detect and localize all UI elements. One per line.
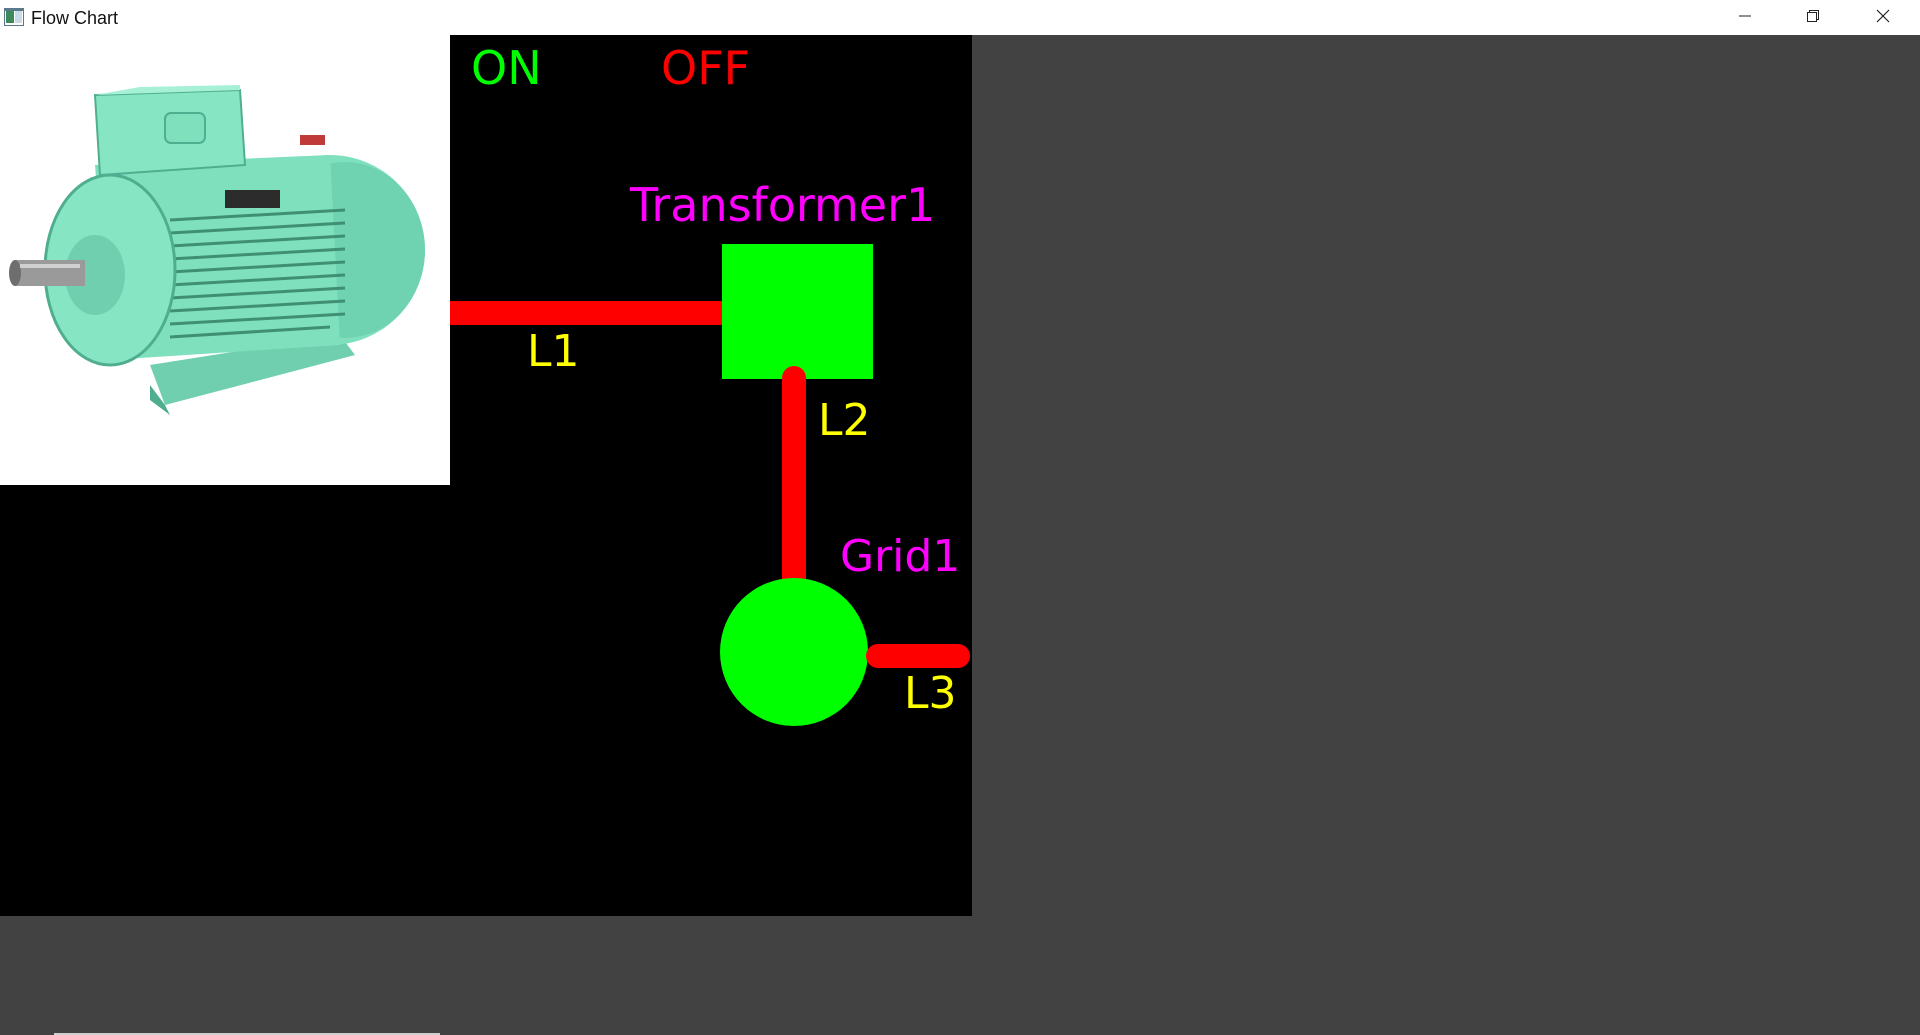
window-title: Flow Chart [31, 8, 119, 28]
minimize-button[interactable] [1710, 0, 1780, 35]
restore-icon [1806, 8, 1820, 27]
transformer-label: Transformer1 [630, 178, 936, 232]
line-l1-label: L1 [527, 326, 580, 377]
minimize-icon [1738, 8, 1752, 27]
close-button[interactable] [1848, 0, 1918, 35]
restore-button[interactable] [1778, 0, 1848, 35]
transformer-box[interactable] [722, 244, 873, 379]
line-l3-label: L3 [904, 668, 957, 719]
close-icon [1876, 8, 1890, 27]
legend-off-label: OFF [661, 41, 751, 95]
title-bar[interactable]: Flow Chart [0, 0, 1920, 35]
electric-motor-image[interactable] [0, 35, 450, 485]
app-icon [4, 8, 24, 26]
grid-node[interactable] [720, 578, 868, 726]
line-l2-label: L2 [818, 395, 871, 446]
legend-on-label: ON [471, 41, 542, 95]
grid-label: Grid1 [840, 531, 961, 582]
flow-chart-canvas: ON OFF Transformer1 L1 L2 Grid1 L3 [0, 35, 972, 916]
bottom-edge-indicator [54, 1033, 440, 1035]
schematic-diagram [450, 244, 970, 726]
